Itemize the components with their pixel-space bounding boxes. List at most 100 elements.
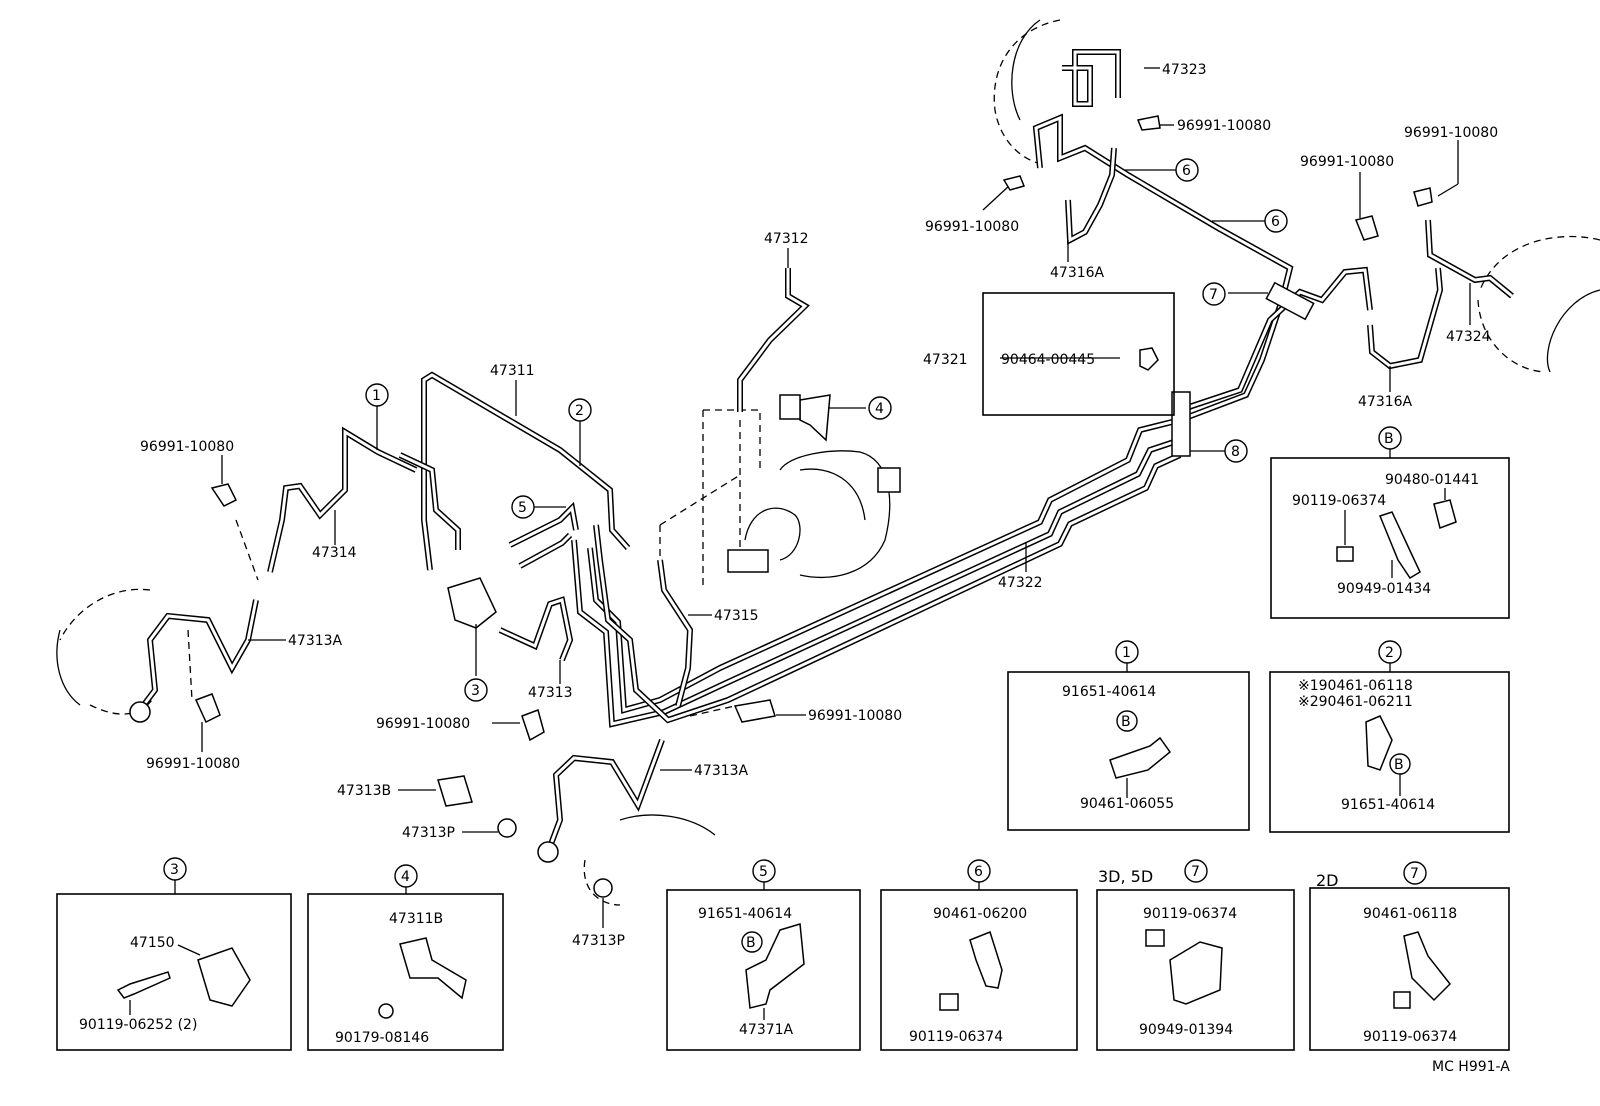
label-47313P-a: 47313P	[402, 825, 455, 841]
rear-right-drum-outline	[993, 19, 1061, 166]
detail-7b-90461: 90461-06118	[1363, 906, 1457, 922]
label-90464: 90464-00445	[1001, 352, 1095, 368]
footer-code: MC H991-A	[1432, 1059, 1510, 1075]
label-47314: 47314	[312, 545, 357, 561]
detail-7b-callout: 7	[1410, 866, 1419, 882]
bolt-icon	[378, 1003, 394, 1019]
pipe-47316A-right	[1367, 267, 1444, 370]
union-icon	[399, 937, 467, 1000]
main-pipe-47322	[571, 417, 1182, 728]
detail-box-7a	[1096, 889, 1295, 1051]
label-47311: 47311	[490, 363, 535, 379]
clip-96991-center-right	[733, 699, 776, 723]
detail-5-callout: 5	[759, 864, 768, 880]
brake-booster-outline	[727, 450, 901, 578]
callout-1: 1	[372, 388, 381, 404]
detail-1-91651: 91651-40614	[1062, 684, 1156, 700]
detail-3-47150: 47150	[130, 935, 175, 951]
detail-2-91651: 91651-40614	[1341, 797, 1435, 813]
detail-box-47321	[982, 292, 1175, 416]
bolt-icon	[1393, 991, 1411, 1009]
rear-left-drum-outline	[1477, 235, 1600, 373]
pipe-47311	[398, 371, 631, 571]
detail-5-B: B	[746, 935, 756, 951]
bolt-icon	[1336, 546, 1354, 562]
detail-box-1	[1007, 671, 1250, 831]
washer-47313P-b-icon	[593, 878, 613, 898]
callout-4: 4	[875, 401, 884, 417]
clip-icon	[1433, 499, 1457, 529]
detail-box-3	[56, 893, 292, 1051]
pipe-47314	[267, 426, 418, 573]
callout-8: 8	[1231, 444, 1240, 460]
clip-96991-upper-mid	[1002, 175, 1026, 191]
label-47322: 47322	[998, 575, 1043, 591]
pipe-47312	[737, 268, 810, 412]
detail-3-90119: 90119-06252 (2)	[79, 1017, 197, 1033]
label-96991-center: 96991-10080	[376, 716, 470, 732]
clip-96991-center	[521, 709, 545, 742]
rear-pipe-right-branch	[1179, 266, 1373, 413]
clip-90464-icon	[1139, 347, 1159, 371]
detail-7b-variant: 2D	[1316, 871, 1339, 890]
label-96991-upper-mid: 96991-10080	[925, 219, 1019, 235]
proportioning-valve	[447, 577, 497, 629]
callout-3: 3	[471, 683, 480, 699]
rear-pipe-upper-47322	[1032, 113, 1294, 423]
label-96991-lower-left: 96991-10080	[146, 756, 240, 772]
callout-digits-main: 1 2 5 3 4 6 6 7 8	[372, 163, 1280, 699]
bolt-icon	[1145, 929, 1165, 947]
detail-6-90119: 90119-06374	[909, 1029, 1003, 1045]
detail-3-callout: 3	[170, 862, 179, 878]
label-47316A-right: 47316A	[1358, 394, 1413, 410]
detail-4-47311B: 47311B	[389, 911, 443, 927]
callout-6a: 6	[1182, 163, 1191, 179]
label-47313P-b: 47313P	[572, 933, 625, 949]
label-47313: 47313	[528, 685, 573, 701]
pipe-47315	[657, 559, 694, 707]
valve-icon	[197, 947, 251, 1007]
bracket-icon	[1379, 511, 1421, 580]
label-47316A-top: 47316A	[1050, 265, 1105, 281]
detail-1-90461: 90461-06055	[1080, 796, 1174, 812]
hose-47313A-left	[129, 599, 259, 723]
clip-icon	[1365, 715, 1393, 771]
dashed-link-lines	[659, 409, 761, 590]
detail-2-B: B	[1394, 757, 1404, 773]
clip-96991-left	[210, 483, 238, 507]
label-96991-right-mid: 96991-10080	[1300, 154, 1394, 170]
label-96991-tr: 96991-10080	[1177, 118, 1271, 134]
hose-47313A-center	[537, 738, 665, 863]
clip-icon	[1403, 931, 1452, 1002]
label-47313A-left: 47313A	[288, 633, 343, 649]
label-47313B: 47313B	[337, 783, 391, 799]
label-47321: 47321	[923, 352, 968, 368]
pipe-47316A-top	[1065, 147, 1117, 245]
detail-4-callout: 4	[401, 869, 410, 885]
clip-96991-tr	[1136, 115, 1161, 131]
pipe-47324	[1425, 219, 1514, 299]
callout-2: 2	[575, 403, 584, 419]
detail-2-line1: ※190461-06118	[1298, 678, 1413, 694]
detail-B-callout: B	[1384, 431, 1394, 447]
detail-B-90480: 90480-01441	[1385, 472, 1479, 488]
bolt-icon	[939, 993, 959, 1011]
detail-2-callout: 2	[1385, 645, 1394, 661]
label-47312: 47312	[764, 231, 809, 247]
callout-5: 5	[518, 500, 527, 516]
label-47323: 47323	[1162, 62, 1207, 78]
clip-96991-right-top	[1413, 187, 1433, 207]
clamp-8	[1171, 391, 1191, 457]
label-47313A-center: 47313A	[694, 763, 749, 779]
clip-icon	[969, 931, 1003, 989]
clip-icon	[1109, 736, 1172, 779]
front-left-drum-outline	[56, 588, 153, 715]
washer-47313P-icon	[497, 818, 517, 838]
detail-5-47371A: 47371A	[739, 1022, 794, 1038]
detail-7a-90949: 90949-01394	[1139, 1022, 1233, 1038]
label-47324: 47324	[1446, 329, 1491, 345]
label-47315: 47315	[714, 608, 759, 624]
bracket-icon	[1169, 941, 1223, 1005]
bracket-4	[799, 394, 831, 442]
